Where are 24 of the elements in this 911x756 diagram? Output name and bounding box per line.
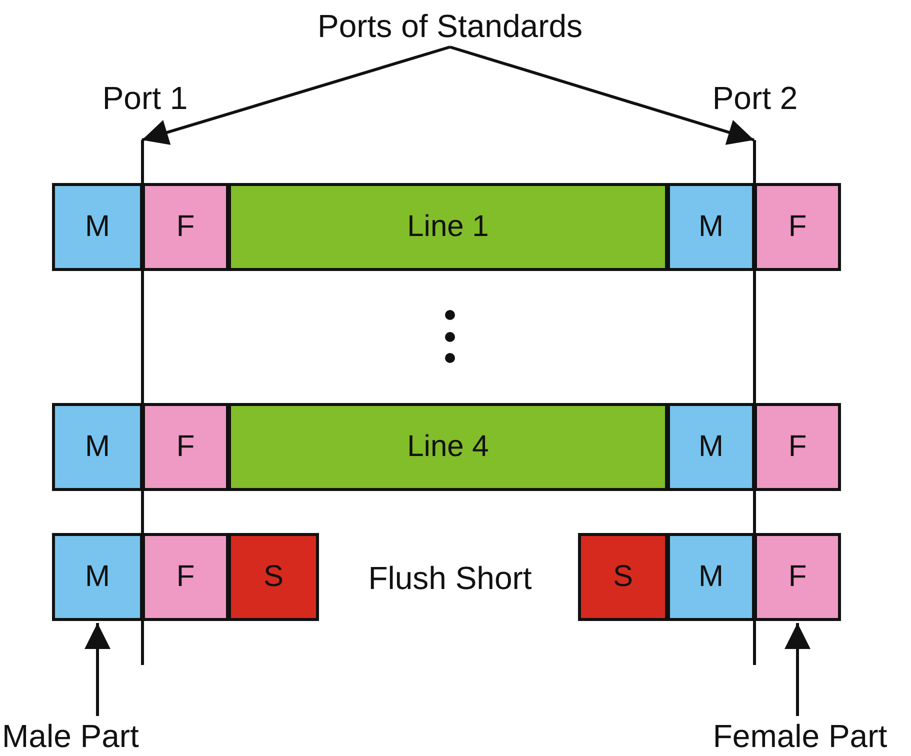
heading-text: Ports of Standards (317, 8, 583, 45)
arrow (784, 623, 810, 716)
segment-box: F (754, 533, 841, 621)
segment-box: M (52, 533, 143, 621)
segment-box: M (52, 183, 143, 271)
port-label: Port 2 (712, 80, 798, 117)
segment-box: M (667, 183, 755, 271)
segment-box: F (142, 533, 229, 621)
port-label: Port 1 (102, 80, 188, 117)
note-text: Flush Short (368, 560, 532, 597)
part-label: Female Part (712, 718, 888, 755)
arrow (450, 46, 754, 145)
segment-box: M (52, 403, 143, 491)
segment-box: M (667, 403, 755, 491)
segment-box: F (142, 403, 229, 491)
arrow (84, 623, 110, 716)
segment-box: F (142, 183, 229, 271)
part-label: Male Part (2, 718, 139, 755)
segment-box: F (754, 403, 841, 491)
segment-box: M (667, 533, 755, 621)
segment-box: S (228, 533, 319, 621)
segment-box: S (578, 533, 668, 621)
segment-box: F (754, 183, 841, 271)
arrow (142, 46, 450, 145)
